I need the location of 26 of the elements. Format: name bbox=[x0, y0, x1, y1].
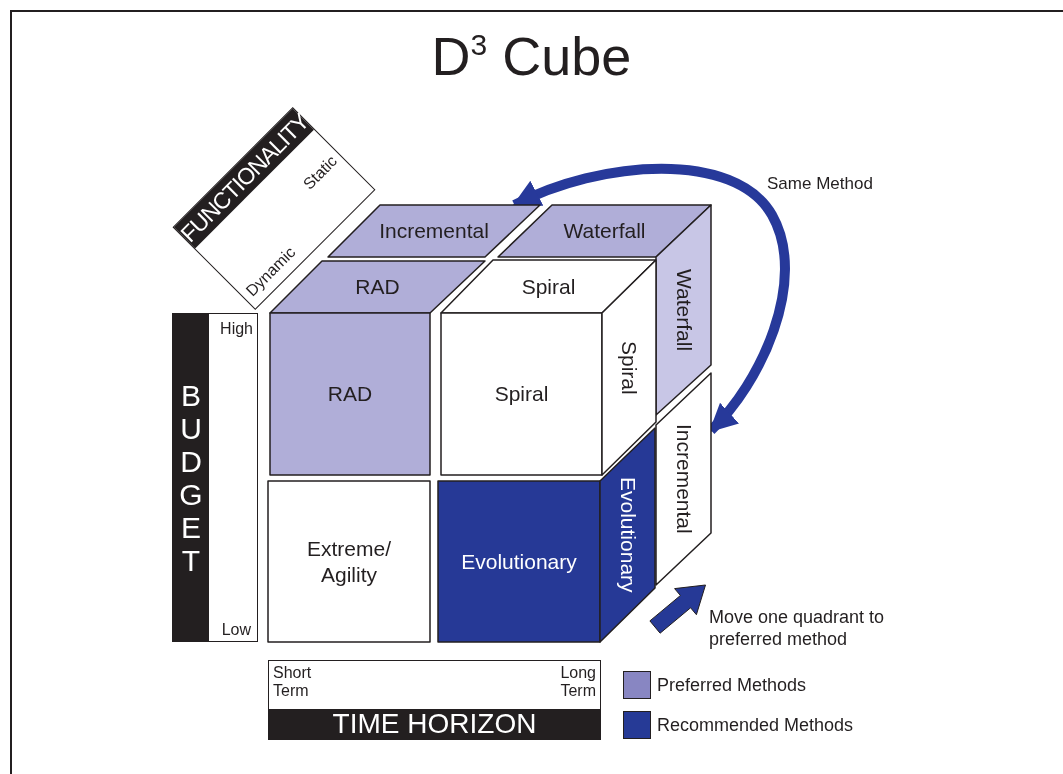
face-label: Spiral bbox=[617, 340, 642, 395]
face-label: RAD bbox=[327, 381, 373, 407]
face-label: Spiral bbox=[521, 273, 576, 300]
axis-title: BUDGET bbox=[178, 378, 204, 577]
face-label: Evolutionary bbox=[461, 548, 577, 575]
edge-label: Move one quadrant to preferred method bbox=[709, 606, 886, 650]
axis-end-label: Short Term bbox=[273, 664, 313, 700]
axis-title: TIME HORIZON bbox=[332, 709, 537, 739]
face-label: RAD bbox=[355, 274, 400, 300]
axis-label-panel bbox=[268, 660, 601, 740]
axis-end-label: Long Term bbox=[559, 664, 596, 700]
face-label: Extreme/ Agility bbox=[306, 535, 392, 588]
face-label: Waterfall bbox=[563, 218, 646, 244]
face-label: Waterfall bbox=[671, 268, 697, 352]
legend-label: Preferred Methods bbox=[657, 674, 807, 696]
curved-arrow bbox=[512, 163, 790, 434]
axis-label-panel bbox=[172, 313, 258, 642]
face-label: Spiral bbox=[494, 381, 549, 407]
face-label: Incremental bbox=[671, 424, 697, 534]
axis-end-label: Low bbox=[221, 621, 251, 639]
legend-label: Recommended Methods bbox=[657, 714, 854, 736]
face-label: Evolutionary bbox=[615, 477, 641, 593]
face-label: Incremental bbox=[379, 218, 489, 244]
block-arrow bbox=[649, 584, 706, 634]
axis-end-label: High bbox=[220, 320, 253, 338]
diagram-title: D$^{3}$ Cube bbox=[430, 25, 633, 88]
